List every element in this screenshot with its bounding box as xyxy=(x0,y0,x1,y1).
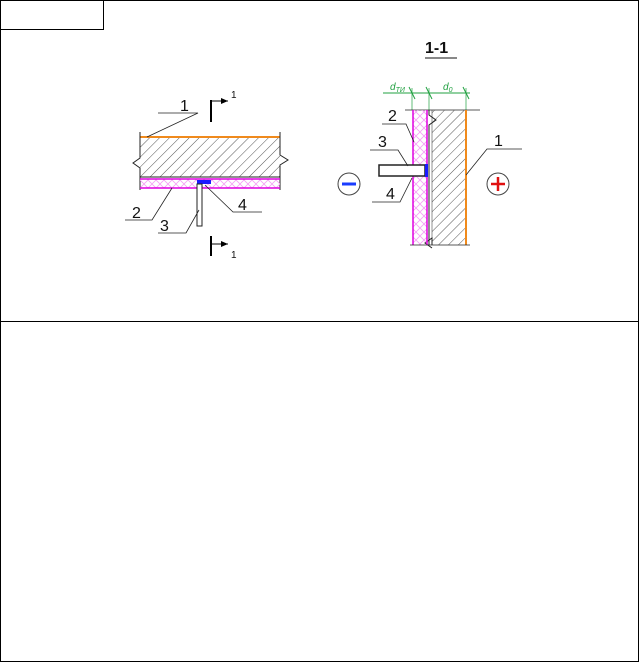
callout-1: 1 xyxy=(180,98,189,115)
wall-break-bottom xyxy=(424,237,433,249)
break-line-left xyxy=(132,132,141,190)
break-line-right xyxy=(279,132,289,190)
label-tab xyxy=(1,1,104,30)
section-detail: 1-1 dТИ d0 2 3 xyxy=(337,40,522,249)
bracket xyxy=(196,183,203,227)
callout-2: 2 xyxy=(132,205,141,222)
drawing-cell xyxy=(0,0,639,322)
dim-wall-label: d0 xyxy=(443,82,453,94)
callout-3: 3 xyxy=(160,218,169,235)
wall-concrete xyxy=(140,137,280,177)
plus-sign-icon xyxy=(486,172,510,196)
bracket-pad-section xyxy=(425,164,428,177)
empty-cell xyxy=(0,321,639,662)
callout-4: 4 xyxy=(238,197,247,214)
section-mark-top: 1 xyxy=(231,90,237,101)
left-detail: 1 1 1 2 3 4 xyxy=(125,90,289,261)
section-callout-4: 4 xyxy=(386,186,395,203)
minus-sign-icon xyxy=(337,172,361,196)
section-callout-3: 3 xyxy=(378,134,387,151)
section-mark-bottom: 1 xyxy=(231,250,237,261)
wall-concrete-section xyxy=(432,110,466,245)
dim-insulation-label: dТИ xyxy=(390,82,406,94)
insulation-section xyxy=(413,110,427,245)
bracket-pad xyxy=(197,180,211,184)
section-callout-2: 2 xyxy=(388,108,397,125)
wall-break-top xyxy=(428,110,437,245)
section-callout-1: 1 xyxy=(494,133,503,150)
section-title: 1-1 xyxy=(425,40,448,57)
bracket-section xyxy=(378,164,426,177)
